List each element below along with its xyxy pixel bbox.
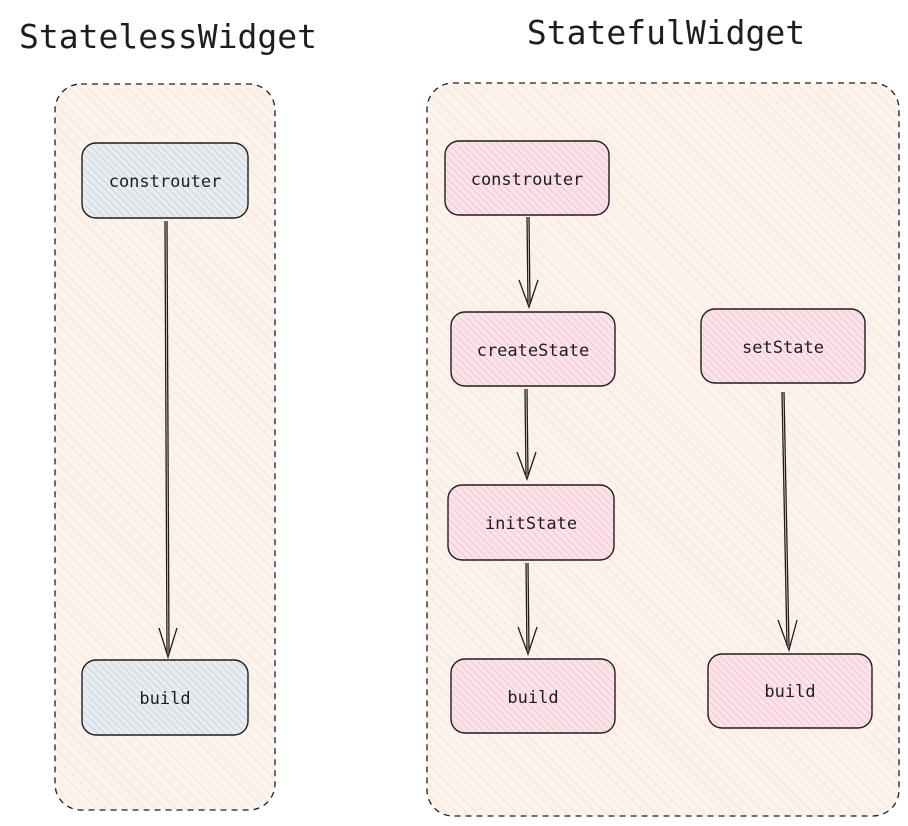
stateless-constructor-node[interactable]: constrouter: [81, 142, 249, 219]
stateless-build-node[interactable]: build: [81, 659, 249, 736]
stateless-arrow-constructor-build: [158, 220, 178, 660]
stateful-build-label: build: [507, 688, 558, 708]
stateful-arrow-constructor-createstate: [518, 216, 539, 309]
stateful-build-box: [450, 658, 616, 734]
stateless-constructor-label: constrouter: [109, 172, 222, 192]
stateless-build-box: [81, 659, 249, 736]
stateful-container: [426, 82, 900, 817]
stateful-constructor-label: constrouter: [471, 170, 584, 190]
stateful-setstate-build-node[interactable]: build: [707, 653, 873, 729]
stateful-initstate-node[interactable]: initState: [447, 484, 615, 561]
stateful-arrow-setstate-build: [777, 391, 798, 653]
stateless-container: [54, 83, 276, 811]
stateful-constructor-node[interactable]: constrouter: [444, 140, 610, 216]
stateful-constructor-box: [444, 140, 610, 216]
stateful-setstate-build-label: build: [764, 682, 815, 702]
stateful-arrow-createstate-initstate: [516, 388, 537, 481]
stateless-title: StatelessWidget: [19, 17, 317, 56]
stateful-setstate-box: [700, 308, 866, 384]
stateful-setstate-label: setState: [742, 338, 824, 358]
stateful-createstate-label: createState: [477, 341, 590, 361]
stateful-arrow-initstate-build: [517, 562, 538, 656]
stateless-build-label: build: [139, 689, 190, 709]
stateful-setstate-build-box: [707, 653, 873, 729]
stateful-setstate-node[interactable]: setState: [700, 308, 866, 384]
stateful-createstate-box: [450, 311, 616, 387]
stateful-build-node[interactable]: build: [450, 658, 616, 734]
stateful-initstate-label: initState: [485, 514, 577, 534]
stateful-createstate-node[interactable]: createState: [450, 311, 616, 387]
stateful-initstate-box: [447, 484, 615, 561]
stateless-constructor-box: [81, 142, 249, 219]
stateful-title: StatefulWidget: [527, 13, 805, 52]
